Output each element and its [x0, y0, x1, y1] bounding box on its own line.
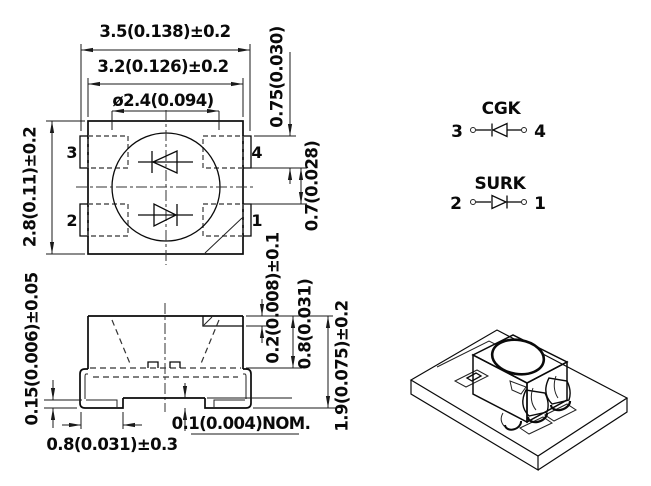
circuit-cgk: CGK 3 4 — [451, 99, 546, 142]
iso-view — [409, 329, 629, 472]
svg-text:0.75(0.030): 0.75(0.030) — [268, 26, 287, 127]
solder-pads — [453, 369, 577, 435]
diode-triangle-left — [491, 122, 508, 138]
svg-text:ø2.4(0.094): ø2.4(0.094) — [112, 91, 213, 110]
svg-text:0.8(0.031): 0.8(0.031) — [296, 279, 315, 370]
terminal-circle — [470, 199, 476, 205]
circuit-cgk-left-pin: 3 — [451, 122, 463, 142]
leadframe-bumps — [147, 361, 181, 368]
pin-label-1: 1 — [251, 211, 262, 230]
side-view: 0.15(0.006)±0.05 0.8(0.031)±0.3 0.1(0.00… — [23, 232, 352, 454]
terminal-circle — [521, 127, 527, 133]
package-body-side-view — [87, 315, 244, 369]
dim-body-height: 2.8(0.11)±0.2 — [21, 120, 85, 255]
svg-text:0.2(0.008)±0.1: 0.2(0.008)±0.1 — [264, 232, 283, 363]
svg-text:0.8(0.031)±0.3: 0.8(0.031)±0.3 — [46, 435, 177, 454]
dim-body-to-lead: 0.8(0.031) — [246, 279, 315, 370]
svg-text:0.7(0.028): 0.7(0.028) — [303, 141, 322, 232]
pcb-edges — [410, 380, 628, 472]
circuit-surk-label: SURK — [474, 174, 526, 194]
top-step-notch — [202, 316, 243, 327]
circuit-surk: SURK 2 1 — [450, 174, 546, 214]
diode-triangle-right — [491, 194, 508, 210]
dim-body-width: 3.2(0.126)±0.2 — [87, 57, 244, 117]
circuit-cgk-label: CGK — [482, 99, 522, 119]
circuit-surk-left-pin: 2 — [450, 194, 462, 214]
svg-text:3.5(0.138)±0.2: 3.5(0.138)±0.2 — [99, 22, 230, 41]
gullwing-leads — [79, 368, 252, 409]
top-view: 3 4 2 1 3.5(0.138)±0.2 3.2(0.126)±0.2 ø2… — [21, 22, 322, 265]
terminal-circle — [470, 127, 476, 133]
dim-foot-length: 0.8(0.031)±0.3 — [46, 412, 178, 454]
dim-lead-thickness: 0.15(0.006)±0.05 — [23, 272, 82, 428]
pin1-index-mark — [204, 217, 243, 254]
dim-pad-height: 0.75(0.030) — [245, 26, 307, 184]
dim-outer-width: 3.5(0.138)±0.2 — [80, 22, 251, 131]
dim-step-depth: 0.2(0.008)±0.1 — [246, 232, 333, 364]
dim-total-height: 1.9(0.075)±0.2 — [325, 300, 352, 432]
diode-icon-top — [138, 149, 193, 175]
lens-3d — [490, 338, 546, 376]
dim-pad-gap: 0.7(0.028) — [245, 141, 322, 232]
pin-label-3: 3 — [66, 143, 77, 162]
svg-text:0.15(0.006)±0.05: 0.15(0.006)±0.05 — [23, 272, 42, 425]
svg-text:1.9(0.075)±0.2: 1.9(0.075)±0.2 — [333, 300, 352, 431]
terminal-circle — [521, 199, 527, 205]
svg-text:3.2(0.126)±0.2: 3.2(0.126)±0.2 — [97, 57, 228, 76]
dim-lens-diameter: ø2.4(0.094) — [111, 91, 220, 130]
circuit-cgk-right-pin: 4 — [534, 122, 546, 142]
pin-label-2: 2 — [66, 211, 77, 230]
dim-standoff: 0.1(0.004)NOM. — [172, 383, 336, 435]
pin-label-4: 4 — [251, 143, 262, 162]
package-3d — [471, 334, 569, 424]
diode-icon-bottom — [138, 202, 193, 228]
circuit-surk-right-pin: 1 — [534, 194, 546, 214]
svg-text:2.8(0.11)±0.2: 2.8(0.11)±0.2 — [21, 127, 40, 247]
svg-text:0.1(0.004)NOM.: 0.1(0.004)NOM. — [172, 414, 311, 433]
lens-edge-notch — [509, 380, 527, 395]
gullwing-leads-3d — [500, 375, 572, 431]
